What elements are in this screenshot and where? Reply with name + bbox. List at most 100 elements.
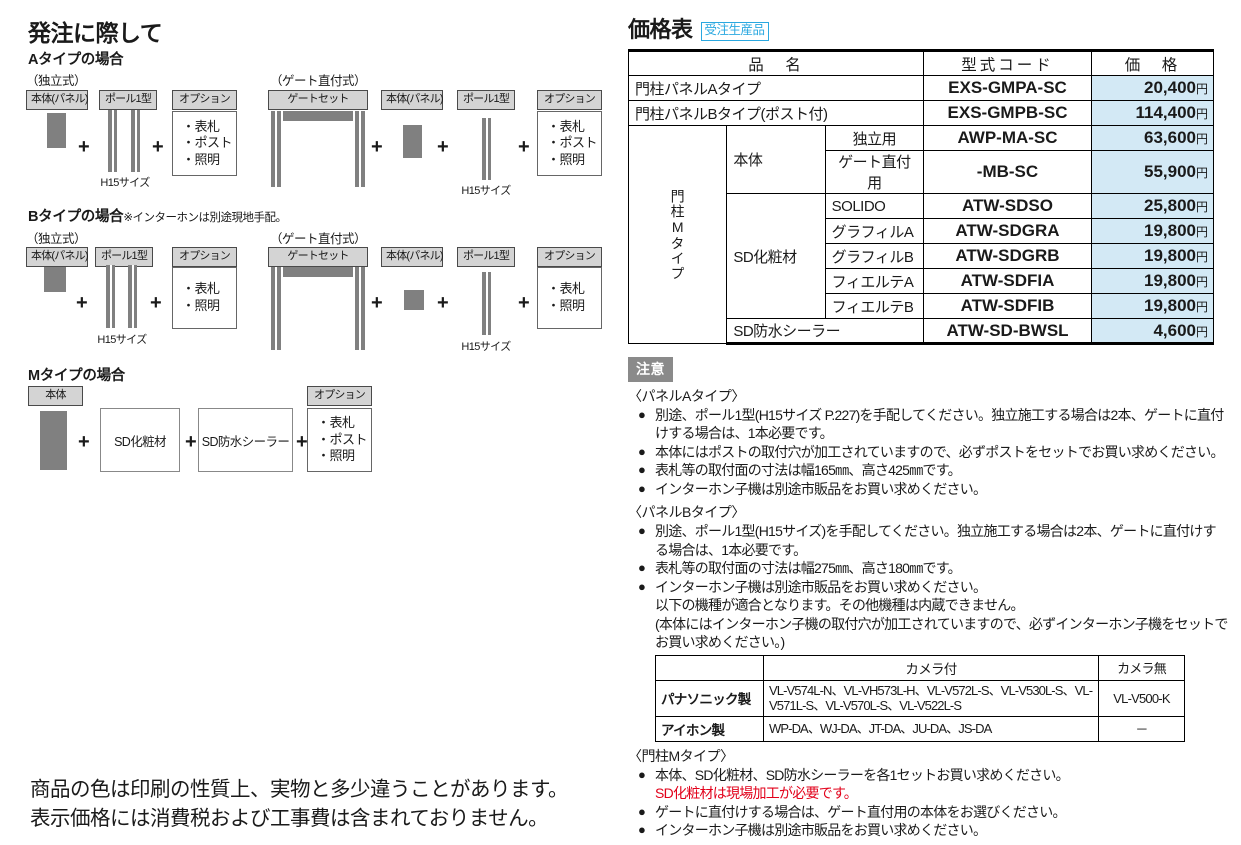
panel-b-notes-title: 〈パネルBタイプ〉: [628, 504, 745, 521]
header-with-camera: カメラ付: [763, 654, 1099, 681]
cell-subname: フィエルテA: [824, 268, 925, 294]
price-table: 品 名 型式コード 価 格 門柱パネルAタイプ EXS-GMPA-SC 20,4…: [627, 49, 1214, 345]
price-value: 4,600: [1153, 320, 1196, 340]
disclaimer: 商品の色は印刷の性質上、実物と多少違うことがあります。 表示価格には消費税および…: [30, 775, 568, 833]
option-box: ・表札 ・ポスト ・照明: [537, 111, 602, 176]
option-item: ・表札: [547, 281, 585, 297]
chip-option: オプション: [307, 386, 372, 406]
note-extra-line: (本体にはインターホン子機の取付穴が加工されていますので、必ずインターホン子機を…: [655, 615, 1228, 651]
yen-unit: 円: [1195, 250, 1208, 264]
price-value: 114,400: [1135, 103, 1196, 122]
note-item: インターホン子機は別途市販品をお買い求めください。: [638, 578, 1228, 596]
cell-name: SD防水シーラー: [726, 318, 924, 345]
b-type-heading: Bタイプの場合※インターホンは別途現地手配。: [28, 205, 287, 226]
table-header-row: 品 名 型式コード 価 格: [628, 49, 1214, 76]
cell-maker: アイホン製: [655, 715, 764, 742]
cell-price: 20,400円: [1091, 75, 1214, 101]
yen-unit: 円: [1195, 275, 1208, 289]
chip-pole: ポール1型: [99, 90, 157, 110]
table-row: グラフィルA ATW-SDGRA 19,800円: [629, 218, 1214, 244]
notice-badge: 注意: [628, 357, 673, 382]
chip-option: オプション: [172, 247, 237, 267]
price-table-header: 価格表 受注生産品: [628, 0, 1228, 44]
cell-code: AWP-MA-SC: [923, 125, 1092, 151]
plus-sign: +: [78, 136, 90, 158]
price-value: 55,900: [1143, 162, 1196, 181]
cell-code: ATW-SDGRA: [923, 218, 1092, 244]
plus-sign: +: [371, 136, 383, 158]
a-type-heading: Aタイプの場合: [28, 52, 124, 68]
option-item: ・照明: [182, 151, 220, 167]
table-row: 門柱パネルBタイプ(ポスト付) EXS-GMPB-SC 114,400円: [628, 100, 1214, 126]
made-to-order-badge: 受注生産品: [700, 22, 769, 41]
price-and-notes-column: 価格表 受注生産品 品 名 型式コード 価 格 門柱パネルAタイプ EXS-GM…: [627, 0, 1228, 845]
cell-group-body: 本体: [726, 125, 826, 194]
cell-group-vertical: 門柱Mタイプ: [627, 125, 728, 344]
panel-graphic: [44, 267, 66, 292]
cell-subname: グラフィルA: [824, 218, 925, 244]
note-item-red: SD化粧材は現場加工が必要です。: [655, 785, 858, 802]
b-type-gate-label: （ゲート直付式）: [270, 232, 367, 246]
plus-sign: +: [150, 292, 162, 314]
header-without-camera: カメラ無: [1098, 654, 1185, 681]
plus-sign: +: [185, 431, 197, 453]
plus-sign: +: [76, 292, 88, 314]
plus-sign: +: [518, 292, 530, 314]
yen-unit: 円: [1195, 324, 1208, 339]
header-name: 品 名: [628, 49, 924, 76]
price-value: 19,800: [1143, 296, 1196, 315]
cell-code: ATW-SD-BWSL: [923, 318, 1092, 345]
chip-option: オプション: [172, 90, 237, 110]
yen-unit: 円: [1195, 107, 1208, 121]
chip-body-panel: 本体(パネル): [26, 90, 89, 110]
table-row: SD化粧材 SOLIDO ATW-SDSO 25,800円: [629, 193, 1214, 319]
cell-models: VL-V574L-N、VL-VH573L-H、VL-V572L-S、VL-V53…: [763, 679, 1099, 717]
panel-graphic: [404, 290, 424, 310]
option-box: ・表札 ・ポスト ・照明: [172, 111, 237, 176]
a-type-standalone-label: （独立式）: [26, 74, 87, 88]
price-value: 63,600: [1143, 128, 1196, 147]
table-row: グラフィルB ATW-SDGRB 19,800円: [629, 243, 1214, 269]
note-item: インターホン子機は別途市販品をお買い求めください。: [638, 821, 1228, 839]
h15-size-label: H15サイズ: [97, 334, 147, 346]
ordering-guide-column: 発注に際して Aタイプの場合 （独立式） （ゲート直付式） 本体(パネル) ポー…: [0, 0, 620, 845]
cell-subname: ゲート直付用: [824, 150, 925, 194]
disclaimer-line-2: 表示価格には消費税および工事費は含まれておりません。: [30, 807, 549, 831]
pole-graphic: [131, 110, 140, 172]
plus-sign: +: [152, 136, 164, 158]
gate-set-graphic: [271, 267, 365, 350]
cell-models: WP-DA、WJ-DA、JT-DA、JU-DA、JS-DA: [763, 715, 1099, 742]
cell-code: -MB-SC: [923, 150, 1092, 194]
chip-body-panel: 本体(パネル): [26, 247, 89, 267]
header-price: 価 格: [1091, 49, 1214, 76]
option-item: ・表札: [317, 415, 355, 431]
note-extra-line: 以下の機種が適合となります。その他機種は内蔵できません。: [655, 597, 1025, 614]
sd-finish-box: SD化粧材: [100, 408, 180, 472]
vertical-label: 門柱Mタイプ: [669, 188, 686, 281]
sd-sealer-box: SD防水シーラー: [198, 408, 293, 472]
yen-unit: 円: [1195, 225, 1208, 239]
table-row: ゲート直付用 -MB-SC 55,900円: [629, 150, 1214, 194]
chip-body: 本体: [28, 386, 83, 406]
yen-unit: 円: [1195, 82, 1208, 96]
cell-code: ATW-SDGRB: [923, 243, 1092, 269]
chip-gate-set: ゲートセット: [268, 247, 368, 267]
pole-graphic: [482, 118, 491, 180]
table-row: 門柱Mタイプ 本体 独立用 AWP-MA-SC 63,600円: [627, 125, 1214, 344]
option-item: ・ポスト: [547, 135, 598, 151]
cell-price: 19,800円: [1091, 243, 1214, 269]
cell-price: 114,400円: [1091, 100, 1214, 126]
cell-no-camera: VL-V500-K: [1098, 679, 1185, 717]
header-blank: [655, 654, 764, 681]
gate-set-graphic: [271, 111, 365, 187]
cell-price: 25,800円: [1091, 193, 1214, 219]
h15-size-label: H15サイズ: [461, 341, 511, 353]
mon-m-notes-title: 〈門柱Mタイプ〉: [628, 747, 734, 764]
panel-graphic: [40, 411, 67, 470]
price-value: 19,800: [1143, 221, 1196, 240]
cell-price: 19,800円: [1091, 293, 1214, 319]
table-row: フィエルテA ATW-SDFIA 19,800円: [629, 268, 1214, 294]
chip-body-panel: 本体(パネル): [381, 90, 444, 110]
cell-subname: SOLIDO: [824, 193, 925, 219]
pole-graphic: [128, 265, 137, 328]
